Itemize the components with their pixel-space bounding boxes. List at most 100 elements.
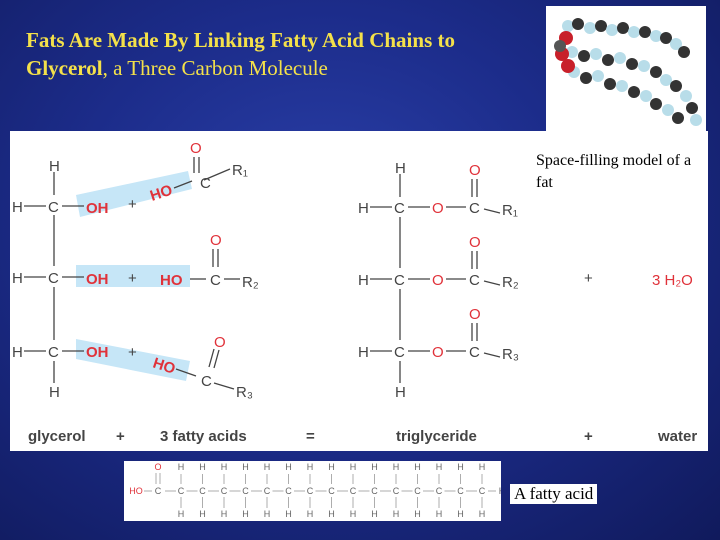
fa-strip-carbon: C [221,486,228,496]
plus-1: + [128,196,137,213]
fa-strip-h-top: H [307,462,314,472]
tg-ester-c-1: C [469,200,480,217]
fa-strip-h-top: H [242,462,249,472]
fa-strip-h-bottom: H [178,509,185,519]
fa-strip-h-top: H [199,462,206,472]
reaction-diagram: H H C H C H C H C R₁ C R₂ C R₃ + + + + H… [10,131,708,451]
tg-carbonyl-o-1: O [469,162,481,179]
fa-strip-h-bottom: H [393,509,400,519]
atom-c-3: C [48,344,59,361]
tg-ester-c-2: C [469,272,480,289]
fa-strip-h-bottom: H [436,509,443,519]
space-filling-model-image [546,6,706,132]
tg-o-1: O [432,200,444,217]
fa-strip-h-top: H [479,462,486,472]
glycerol-oh-2: OH [86,271,109,288]
tg-c-1: C [394,200,405,217]
fa-strip-o: O [154,462,161,472]
tg-r2: R₂ [502,274,519,291]
fa-strip-h-top: H [178,462,185,472]
fa-strip-carbon: C [457,486,464,496]
label-water: water [657,428,697,445]
fa3-carbon: C [201,373,212,390]
fa-strip-carbon: C [393,486,400,496]
fa-strip-h-end: H [499,486,501,496]
plus-3: + [128,344,137,361]
atom-c-2: C [48,270,59,287]
fa2-ho: HO [160,272,183,289]
tg-o-2: O [432,272,444,289]
fa-strip-carbon: C [436,486,443,496]
plus-water: + [584,270,593,287]
glycerol-oh-3: OH [86,344,109,361]
fa-strip-h-top: H [414,462,421,472]
tg-c-3: C [394,344,405,361]
fa-strip-h-top: H [371,462,378,472]
fa-strip-h-bottom: H [307,509,314,519]
fa-strip-h-top: H [221,462,228,472]
fa-strip-h-bottom: H [264,509,271,519]
fa-strip-h-top: H [264,462,271,472]
plus-2: + [128,270,137,287]
caption-space-filling: Space-filling model of a fat [536,152,692,191]
fa-strip-h-bottom: H [457,509,464,519]
tg-h-top: H [395,160,406,177]
fat-molecule-chain-2 [566,46,702,126]
title-bold: Fats Are Made By Linking Fatty Acid Chai… [26,28,455,80]
fa-strip-h-top: H [393,462,400,472]
fa-strip-carbon: C [199,486,206,496]
highlight-band-3 [76,339,190,381]
fa-strip-h-bottom: H [199,509,206,519]
fat-molecule-chain-3 [568,66,684,124]
tg-h-left-1: H [358,200,369,217]
plus-label-1: + [116,428,125,445]
fa3-o: O [214,334,226,351]
fa2-r: R₂ [242,274,259,291]
fa1-ho: HO [148,182,175,205]
atom-h-bottom: H [49,384,60,401]
fa-strip-carbon: C [414,486,421,496]
tg-h-left-3: H [358,344,369,361]
fa-strip-h-bottom: H [242,509,249,519]
fa-strip-carbonyl-c: C [155,486,162,496]
fa-strip-h-bottom: H [371,509,378,519]
fa1-r: R₁ [232,162,248,179]
tg-carbonyl-o-3: O [469,306,481,323]
tg-r1: R₁ [502,202,518,219]
plus-label-2: + [584,428,593,445]
fa-strip-h-top: H [285,462,292,472]
fa-strip-carbon: C [307,486,314,496]
tg-r3: R₃ [502,346,519,363]
fa-strip-h-bottom: H [328,509,335,519]
fa-strip-h-bottom: H [350,509,357,519]
fa-strip-carbon: C [371,486,378,496]
fa3-r: R₃ [236,384,253,401]
tg-h-bottom: H [395,384,406,401]
highlight-band-1 [76,171,192,217]
fa-strip-carbon: C [242,486,249,496]
fa-strip-h-top: H [350,462,357,472]
fa-strip-carbon: C [264,486,271,496]
slide-title: Fats Are Made By Linking Fatty Acid Chai… [26,26,526,82]
fa2-o: O [210,232,222,249]
label-glycerol: glycerol [28,428,86,445]
fa1-o: O [190,140,202,157]
title-rest: , a Three Carbon Molecule [102,56,328,80]
equals-label: = [306,428,315,445]
fat-molecule-glycerol-oxygens [554,31,575,73]
fa-strip-h-bottom: H [221,509,228,519]
fa-strip-h-bottom: H [414,509,421,519]
atom-h-left-3: H [12,344,23,361]
fa-strip-h-top: H [457,462,464,472]
atom-h-top: H [49,158,60,175]
atom-h-left-1: H [12,199,23,216]
tg-ester-c-3: C [469,344,480,361]
fa-strip-carbon: C [285,486,292,496]
fa-strip-h-bottom: H [479,509,486,519]
label-triglyceride: triglyceride [396,428,477,445]
tg-o-3: O [432,344,444,361]
fa-strip-h-top: H [328,462,335,472]
fat-molecule-chain-1 [562,18,690,58]
tg-h-left-2: H [358,272,369,289]
